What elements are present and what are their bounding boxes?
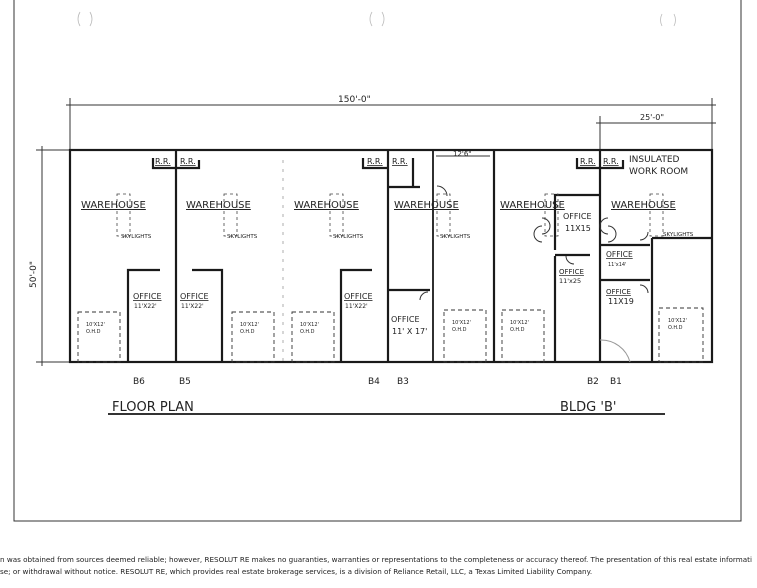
ohd-label: O.H.D [510, 327, 525, 333]
ohd-size: 10'X12' [510, 320, 529, 326]
restroom-label: R.R. [180, 157, 196, 166]
insulated-work-room-label: INSULATED [629, 155, 680, 165]
disclaimer-line-2: se; or withdrawal without notice. RESOLU… [0, 567, 593, 576]
end-unit-dimension: 25'-0" [640, 113, 664, 122]
overall-width-dimension: 150'-0" [338, 95, 371, 105]
warehouse-label: WAREHOUSE [294, 200, 359, 211]
warehouse-label: WAREHOUSE [81, 200, 146, 211]
office-size: 11X19 [608, 297, 634, 306]
skylights-label: SKYLIGHTS [333, 234, 364, 240]
office-size: 11'X22' [181, 303, 204, 310]
office-label: OFFICE [180, 292, 209, 301]
office-size: 11X15 [565, 224, 591, 233]
office-label: OFFICE [133, 292, 162, 301]
skylights-label: SKYLIGHTS [121, 234, 152, 240]
restroom-label: R.R. [580, 157, 596, 166]
office-size: 11'X22' [345, 303, 368, 310]
restroom-label: R.R. [367, 157, 383, 166]
warehouse-label: WAREHOUSE [394, 200, 459, 211]
ohd-size: 10'X12' [240, 322, 259, 328]
office-label: OFFICE [391, 315, 420, 324]
office-label: OFFICE [606, 250, 633, 259]
disclaimer-line-1: n was obtained from sources deemed relia… [0, 555, 752, 564]
office-size: 11'x14' [608, 262, 626, 268]
ohd-size: 10'X12' [300, 322, 319, 328]
ohd-label: O.H.D [668, 325, 683, 331]
warehouse-label: WAREHOUSE [500, 200, 565, 211]
building-walls [68, 148, 714, 364]
unit-label-b5: B5 [179, 377, 191, 387]
unit-label-b1: B1 [610, 377, 622, 387]
unit-label-b4: B4 [368, 377, 380, 387]
ohd-label: O.H.D [452, 327, 467, 333]
restroom-label: R.R. [392, 157, 408, 166]
office-size: 11'X22' [134, 303, 157, 310]
floor-plan-drawing: 150'-0" 25'-0" 12'6" 50'-0" [13, 0, 742, 522]
skylights-label: SKYLIGHTS [440, 234, 471, 240]
punch-holes [77, 11, 676, 27]
skylights [116, 193, 664, 237]
skylights-label: SKYLIGHTS [227, 234, 258, 240]
ohd-size: 10'X12' [452, 320, 471, 326]
office-size: 11' X 17' [392, 327, 427, 336]
warehouse-label: WAREHOUSE [611, 200, 676, 211]
page-frame [13, 0, 742, 522]
office-size: 11'x25 [559, 277, 581, 285]
office-label: OFFICE [563, 212, 592, 221]
overhead-door-areas [77, 307, 704, 363]
door-swings [419, 185, 649, 363]
office-label: OFFICE [559, 268, 584, 276]
ohd-size: 10'X12' [668, 318, 687, 324]
unit-label-b3: B3 [397, 377, 409, 387]
overall-depth-dimension: 50'-0" [29, 261, 39, 288]
ohd-size: 10'X12' [86, 322, 105, 328]
corridor-dimension: 12'6" [453, 150, 472, 158]
ohd-label: O.H.D [86, 329, 101, 335]
skylights-label: SKYLIGHTS [663, 232, 694, 238]
office-label: OFFICE [344, 292, 373, 301]
ohd-label: O.H.D [240, 329, 255, 335]
building-label: BLDG 'B' [560, 400, 616, 415]
restroom-label: R.R. [603, 157, 619, 166]
insulated-work-room-label: WORK ROOM [629, 167, 688, 177]
warehouse-label: WAREHOUSE [186, 200, 251, 211]
office-label: OFFICE [606, 288, 631, 296]
unit-label-b2: B2 [587, 377, 599, 387]
restroom-label: R.R. [155, 157, 171, 166]
dimension-lines [36, 98, 716, 366]
unit-label-b6: B6 [133, 377, 145, 387]
drawing-title: FLOOR PLAN [112, 400, 194, 415]
ohd-label: O.H.D [300, 329, 315, 335]
